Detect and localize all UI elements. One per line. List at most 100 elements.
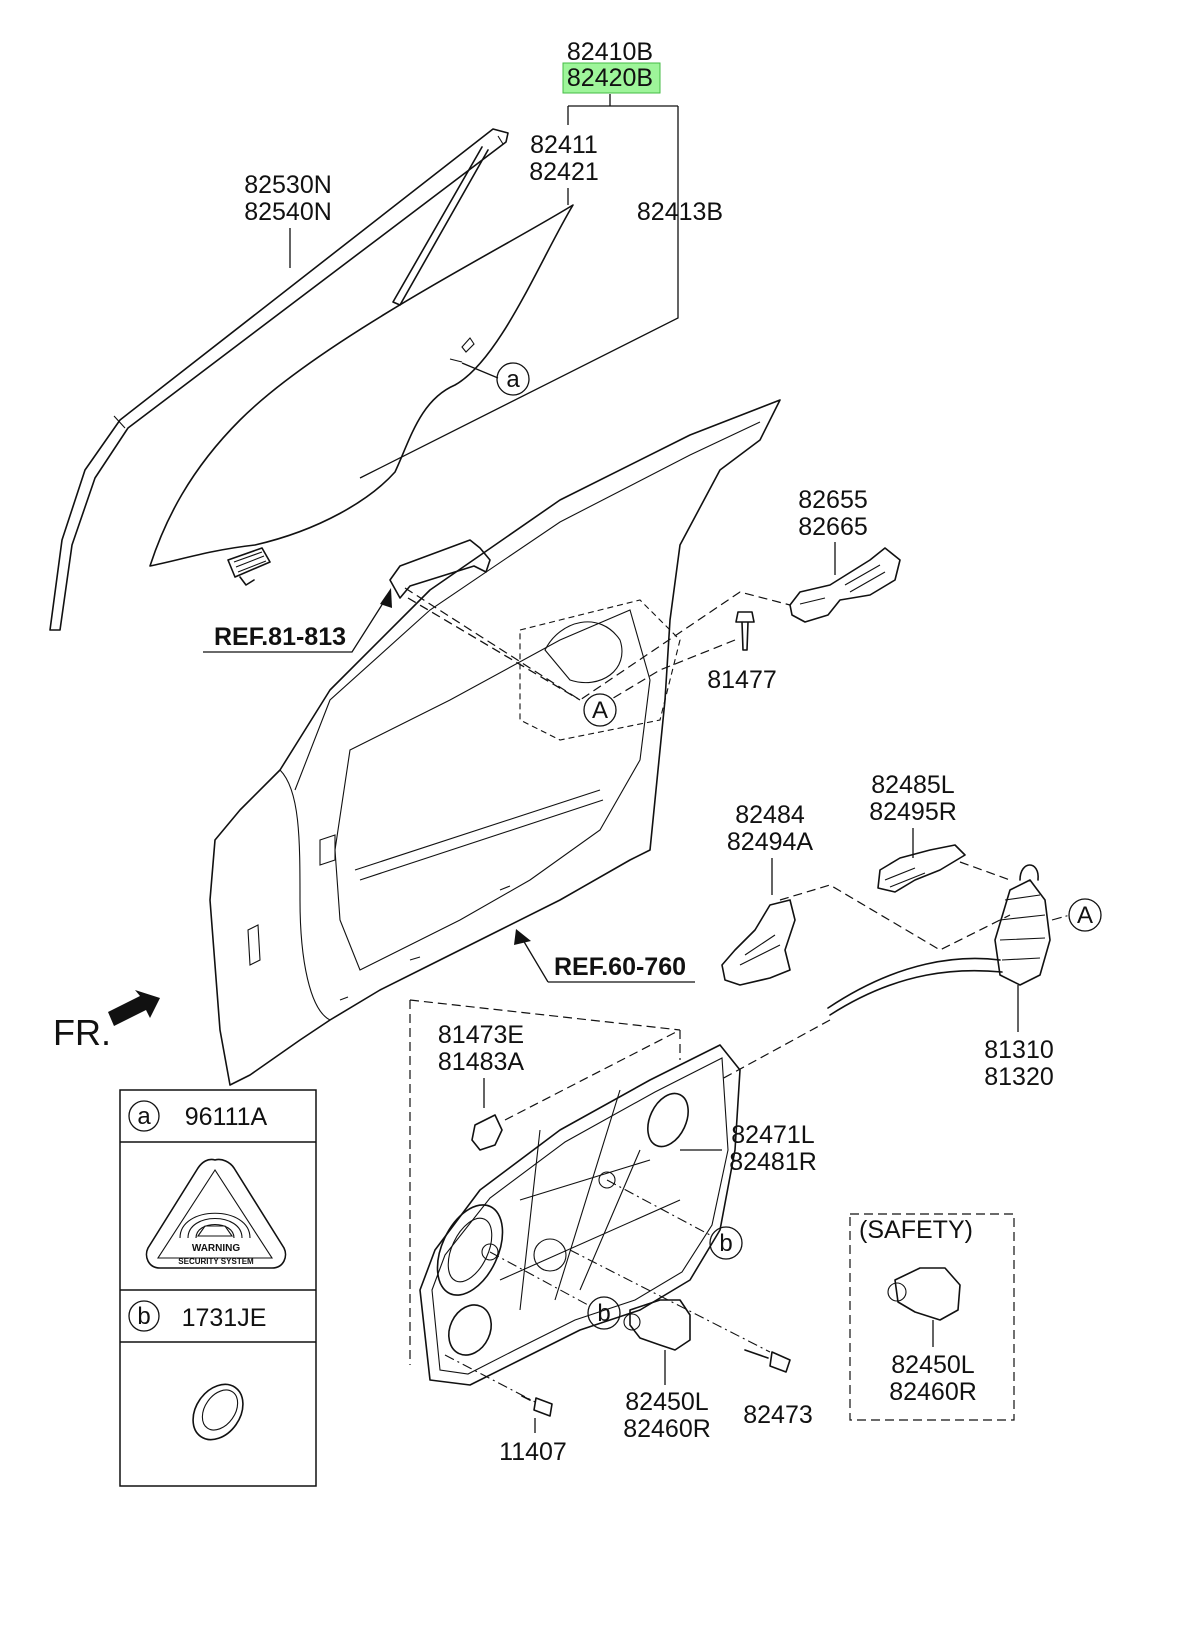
glass-lift-bracket[interactable] bbox=[227, 547, 271, 586]
label-bracket-lh[interactable]: 82655 bbox=[798, 486, 868, 514]
door-glass[interactable] bbox=[149, 204, 574, 567]
label-glass-lh[interactable]: 82411 bbox=[530, 131, 598, 159]
callout-a-glass-text: a bbox=[506, 366, 520, 393]
module-speaker-hole bbox=[436, 1204, 504, 1296]
module-regulator-drum bbox=[533, 1238, 567, 1272]
sticker-line2: SECURITY SYSTEM bbox=[178, 1257, 254, 1266]
door-latch-detail bbox=[999, 894, 1046, 961]
screw-82473-icon[interactable] bbox=[744, 1349, 791, 1373]
label-run-lh[interactable]: 82530N bbox=[244, 171, 332, 199]
label-clip-e[interactable]: 81473E bbox=[438, 1021, 524, 1049]
label-glass-assy-rh[interactable]: 82420B bbox=[567, 64, 653, 92]
door-frame-holes bbox=[247, 834, 511, 1001]
leader-handle-dash bbox=[407, 597, 581, 701]
label-safety-motor-rh[interactable]: 82460R bbox=[889, 1378, 977, 1406]
label-safety-motor-lh[interactable]: 82450L bbox=[891, 1351, 975, 1379]
latch-guard[interactable] bbox=[721, 899, 796, 986]
door-module-panel[interactable] bbox=[419, 1044, 741, 1386]
front-indicator: FR. bbox=[53, 1012, 111, 1053]
legend-marker-b bbox=[128, 1300, 160, 1332]
module-upper-hole bbox=[647, 1092, 689, 1148]
label-bolt-81477[interactable]: 81477 bbox=[707, 666, 777, 694]
label-channel[interactable]: 82413B bbox=[637, 198, 723, 226]
module-speaker-hole-inner bbox=[447, 1217, 493, 1283]
safety-motor-shaft bbox=[887, 1282, 907, 1302]
dash-cable-latch bbox=[959, 861, 1011, 881]
door-frame[interactable] bbox=[209, 399, 781, 1086]
label-guard-lh[interactable]: 82484 bbox=[735, 801, 805, 829]
callout-A-door[interactable] bbox=[583, 693, 617, 727]
label-screw-82473[interactable]: 82473 bbox=[743, 1401, 813, 1429]
door-latch[interactable] bbox=[994, 879, 1051, 986]
legend-marker-a bbox=[128, 1100, 160, 1132]
bolt-81477-icon[interactable] bbox=[735, 611, 755, 651]
callout-A-latch[interactable] bbox=[1068, 898, 1102, 932]
callout-b-upper-text: b bbox=[719, 1230, 732, 1257]
glass-lift-bracket-ribs bbox=[233, 551, 267, 573]
outside-handle[interactable] bbox=[389, 539, 491, 599]
handle-bracket[interactable] bbox=[789, 547, 901, 623]
module-grommet-hole-1 bbox=[598, 1171, 616, 1189]
legend-part-a[interactable]: 96111A bbox=[185, 1103, 268, 1131]
bolt-11407-icon[interactable] bbox=[521, 1395, 553, 1417]
module-grommet-hole-2 bbox=[481, 1243, 499, 1261]
dash-b-upper bbox=[606, 1179, 711, 1236]
label-module-lh[interactable]: 82471L bbox=[731, 1121, 815, 1149]
label-motor-rh[interactable]: 82460R bbox=[623, 1415, 711, 1443]
dash-bolt-11407 bbox=[444, 1354, 536, 1403]
label-motor-lh[interactable]: 82450L bbox=[625, 1388, 709, 1416]
label-cable-lh[interactable]: 82485L bbox=[871, 771, 955, 799]
dash-b-lower bbox=[489, 1251, 589, 1306]
legend-marker-b-text: b bbox=[137, 1303, 150, 1330]
warning-sticker-inner bbox=[156, 1168, 274, 1259]
glass-run-channel-detail bbox=[113, 135, 504, 429]
callout-b-lower-text: b bbox=[597, 1300, 610, 1327]
safety-box bbox=[849, 1213, 1015, 1421]
dash-bolt-81477 bbox=[609, 639, 736, 701]
glass-run-inner-strip bbox=[392, 146, 489, 306]
glass-run-channel[interactable] bbox=[49, 128, 509, 631]
dash-clip bbox=[504, 1029, 681, 1121]
safety-motor[interactable] bbox=[894, 1267, 961, 1321]
legend-part-b[interactable]: 1731JE bbox=[182, 1304, 267, 1332]
window-regulator-motor[interactable] bbox=[629, 1299, 691, 1351]
door-latch-rod bbox=[1019, 864, 1039, 881]
label-latch-rh[interactable]: 81320 bbox=[984, 1063, 1054, 1091]
module-regulator-rails bbox=[499, 1089, 681, 1311]
door-frame-sash-inner bbox=[294, 421, 761, 791]
callout-a-glass[interactable] bbox=[496, 362, 530, 396]
callout-b-lower[interactable] bbox=[587, 1296, 621, 1330]
label-cable-rh[interactable]: 82495R bbox=[869, 798, 957, 826]
door-frame-handle-recess bbox=[544, 621, 623, 684]
leader-a-glass bbox=[461, 362, 499, 379]
window-regulator-motor-shaft bbox=[623, 1313, 641, 1331]
label-module-rh[interactable]: 82481R bbox=[729, 1148, 817, 1176]
arrow-ref-81 bbox=[380, 588, 392, 608]
label-guard-rh[interactable]: 82494A bbox=[727, 828, 814, 856]
front-arrow-icon bbox=[108, 990, 160, 1026]
label-run-rh[interactable]: 82540N bbox=[244, 198, 332, 226]
highlight-glass-assy-rh bbox=[562, 62, 661, 94]
leader-glass-assy bbox=[359, 94, 679, 479]
label-glass-assy-lh[interactable]: 82410B bbox=[567, 38, 653, 66]
car-icon bbox=[196, 1225, 234, 1237]
callout-b-upper[interactable] bbox=[709, 1226, 743, 1260]
label-bracket-rh[interactable]: 82665 bbox=[798, 513, 868, 541]
door-frame-beam bbox=[354, 789, 604, 881]
label-bolt-11407[interactable]: 11407 bbox=[499, 1438, 567, 1466]
sticker-line1: WARNING bbox=[192, 1243, 241, 1254]
label-clip-a[interactable]: 81483A bbox=[438, 1048, 525, 1076]
label-latch-lh[interactable]: 81310 bbox=[984, 1036, 1054, 1064]
latch-cable-bracket[interactable] bbox=[877, 844, 966, 893]
ref-60-760[interactable]: REF.60-760 bbox=[554, 953, 686, 981]
door-frame-inner-edge bbox=[279, 769, 331, 1021]
glass-marking bbox=[449, 337, 475, 363]
grommet-plug-inner bbox=[201, 1389, 239, 1431]
ref-81-813[interactable]: REF.81-813 bbox=[214, 623, 346, 651]
grommet-plug-outer bbox=[192, 1383, 244, 1441]
label-glass-rh[interactable]: 82421 bbox=[529, 158, 599, 186]
warning-sticker-arcs bbox=[179, 1212, 251, 1239]
door-frame-opening bbox=[334, 609, 651, 971]
module-clip[interactable] bbox=[471, 1114, 503, 1151]
